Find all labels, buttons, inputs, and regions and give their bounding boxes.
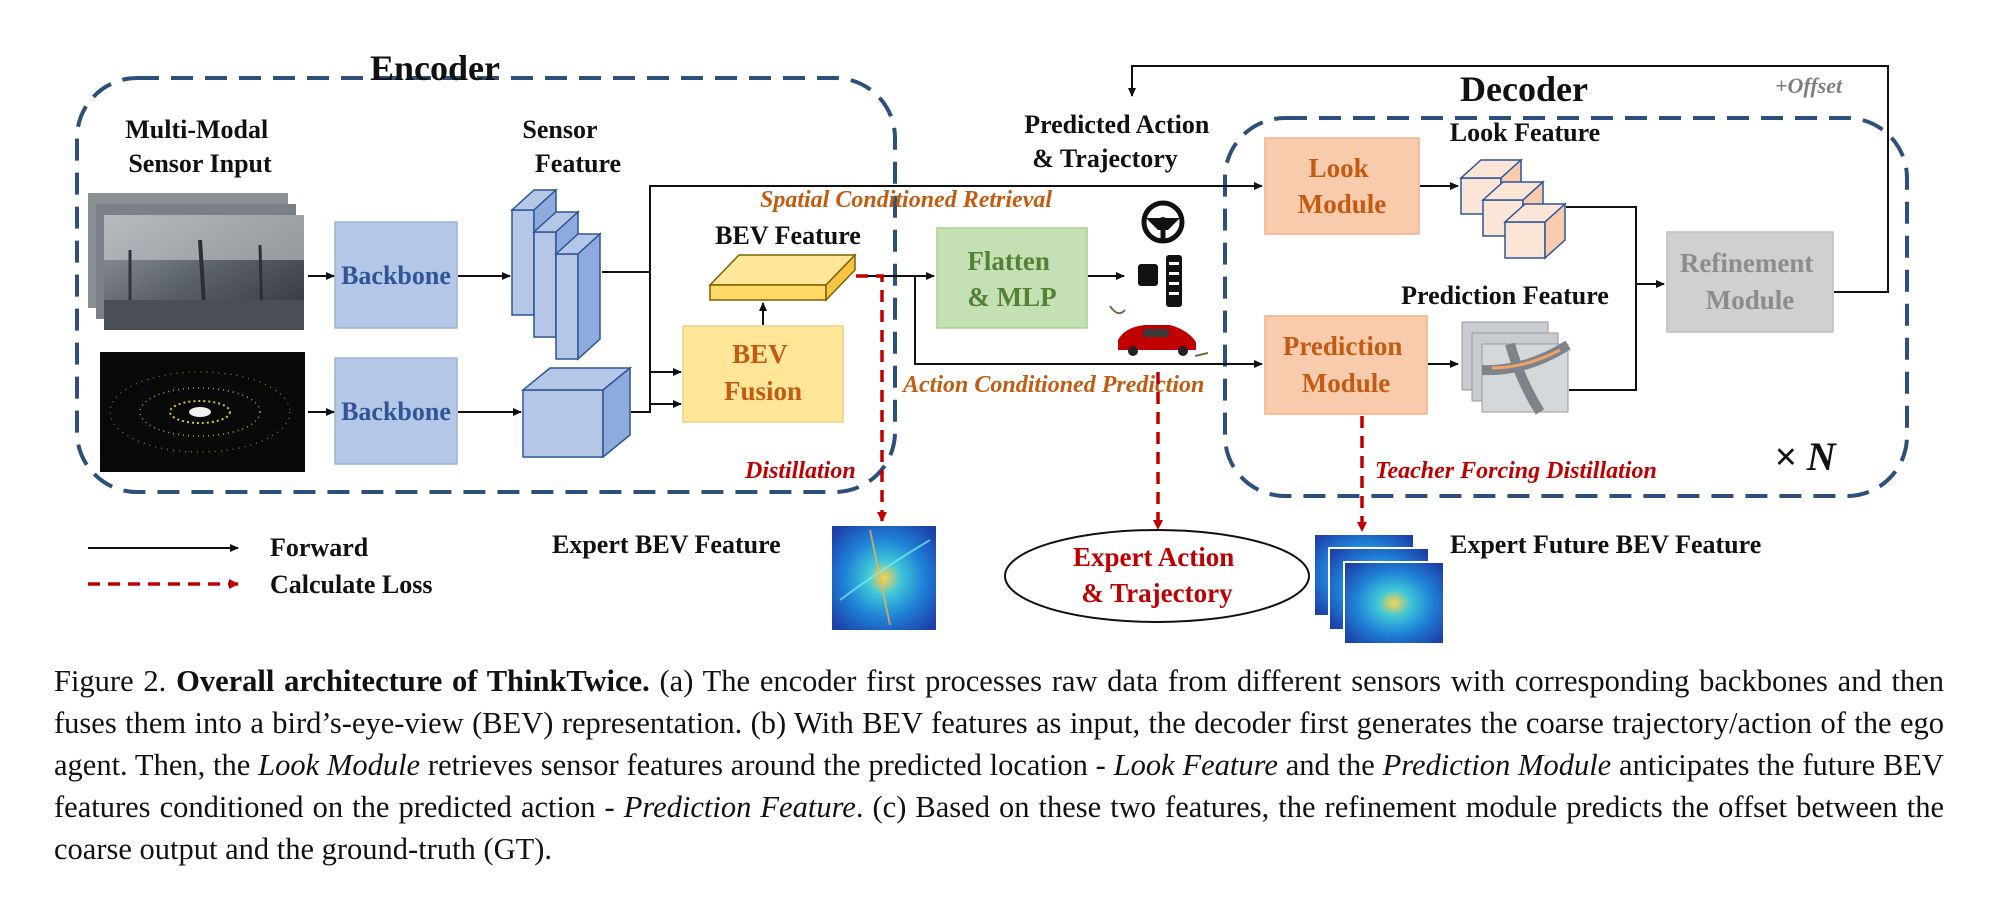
line-bev-to-prediction [914,276,1263,368]
refinement-module-line1: Refinement [1680,248,1813,278]
caption-s5: . (c) Based on these two features, the r… [54,790,1944,866]
prediction-feature-images-icon [1461,321,1571,415]
loss-arrow-bev-distillation [856,274,887,522]
caption-title: Overall architecture of ThinkTwice. [176,664,650,698]
multimodal-label-line1: Multi-Modal [125,115,268,144]
refinement-module-box: Refinement Module [1666,231,1834,333]
teacher-forcing-label: Teacher Forcing Distillation [1375,458,1657,484]
expert-action-label: Expert Action & Trajectory [1073,542,1241,608]
pedals-icon [1138,255,1182,307]
spatial-retrieval-label: Spatial Conditioned Retrieval [760,187,1052,213]
times-n-label: × N [1774,434,1838,479]
flatten-mlp-box: Flatten & MLP [936,227,1088,329]
prediction-module-line2: Module [1302,368,1391,398]
legend: Forward Calculate Loss [88,533,433,599]
backbone-camera-label: Backbone [341,261,451,290]
expert-future-bev-heatmaps-icon [1313,533,1445,645]
bev-fusion-label: BEV Fusion [724,339,802,406]
backbone-lidar: Backbone [334,357,458,465]
bev-fusion-line1: BEV [732,339,788,369]
action-prediction-label: Action Conditioned Prediction [901,372,1204,398]
look-module-line1: Look [1309,153,1369,183]
look-module-box: Look Module [1264,137,1420,235]
predicted-action-line2: & Trajectory [1032,144,1178,173]
caption-figure-label: Figure 2. [54,664,167,698]
expert-action-line2: & Trajectory [1081,578,1233,608]
flatten-mlp-line1: Flatten [967,246,1049,276]
legend-forward-label: Forward [270,533,369,562]
bev-feature-slab-icon [708,253,857,302]
caption-look-module: Look Module [258,748,421,782]
multimodal-label: Multi-Modal Sensor Input [125,115,275,178]
predicted-action-line1: Predicted Action [1024,110,1210,139]
decoder-region [1223,116,1909,498]
prediction-module-box: Prediction Module [1264,315,1428,415]
expert-action-ellipse: Expert Action & Trajectory [1004,529,1310,623]
line-look-feature-to-refinement [1566,206,1637,284]
encoder-title: Encoder [370,48,500,88]
backbone-lidar-label: Backbone [341,397,451,426]
caption-s2: retrieves sensor features around the pre… [427,748,1106,782]
architecture-diagram: Encoder Decoder Multi-Modal Sensor Input… [75,48,1909,645]
steering-wheel-icon [1141,200,1185,244]
line-lidar-to-fusion [631,368,682,413]
bev-fusion-box: BEV Fusion [682,325,844,423]
look-feature-cubes-icon [1459,158,1567,260]
sensor-feature-line1: Sensor [522,115,597,144]
bev-fusion-line2: Fusion [724,376,802,406]
lidar-feature-cube-icon [520,366,633,459]
refinement-module-label: Refinement Module [1680,248,1820,315]
line-prediction-feature-to-refinement [1569,284,1637,391]
ego-car-icon [1109,305,1209,357]
backbone-camera: Backbone [334,221,458,329]
figure-caption: Figure 2. Overall architecture of ThinkT… [54,660,1944,870]
look-module-label: Look Module [1298,153,1387,219]
caption-s1: (a) The encoder first processes raw data… [54,664,1945,782]
sensor-feature-stack-icon [510,188,602,361]
legend-loss-label: Calculate Loss [270,570,433,599]
caption-s3: and the [1285,748,1375,782]
caption-prediction-module: Prediction Module [1382,748,1612,782]
sensor-feature-line2: Feature [535,149,621,178]
distillation-label: Distillation [744,458,856,484]
multimodal-label-line2: Sensor Input [128,149,272,178]
caption-s4: anticipates the future BEV features cond… [54,748,1944,824]
lidar-image-icon [100,352,305,472]
expert-future-bev-label: Expert Future BEV Feature [1450,530,1761,559]
offset-label: +Offset [1775,73,1843,98]
encoder-region [75,76,897,494]
caption-look-feature: Look Feature [1113,748,1278,782]
prediction-module-line1: Prediction [1283,331,1402,361]
sensor-feature-label: Sensor Feature [522,115,621,178]
expert-action-line1: Expert Action [1073,542,1234,572]
camera-images-icon [88,193,304,330]
line-sensor-feature-route [602,182,1263,273]
flatten-mlp-label: Flatten & MLP [967,246,1056,312]
flatten-mlp-line2: & MLP [967,282,1056,312]
prediction-module-label: Prediction Module [1283,331,1409,398]
prediction-feature-label: Prediction Feature [1401,281,1609,310]
offset-feedback-line [1128,65,1889,293]
refinement-module-line2: Module [1706,285,1795,315]
line-sensor-to-fusion [649,272,682,408]
decoder-title: Decoder [1460,69,1588,109]
predicted-action-label: Predicted Action & Trajectory [1024,110,1216,173]
bev-feature-label: BEV Feature [715,221,861,250]
look-feature-label: Look Feature [1450,118,1600,147]
expert-bev-heatmap-icon [832,526,936,630]
caption-prediction-feature: Prediction Feature [623,790,856,824]
expert-bev-label: Expert BEV Feature [552,530,781,559]
look-module-line2: Module [1298,189,1387,219]
